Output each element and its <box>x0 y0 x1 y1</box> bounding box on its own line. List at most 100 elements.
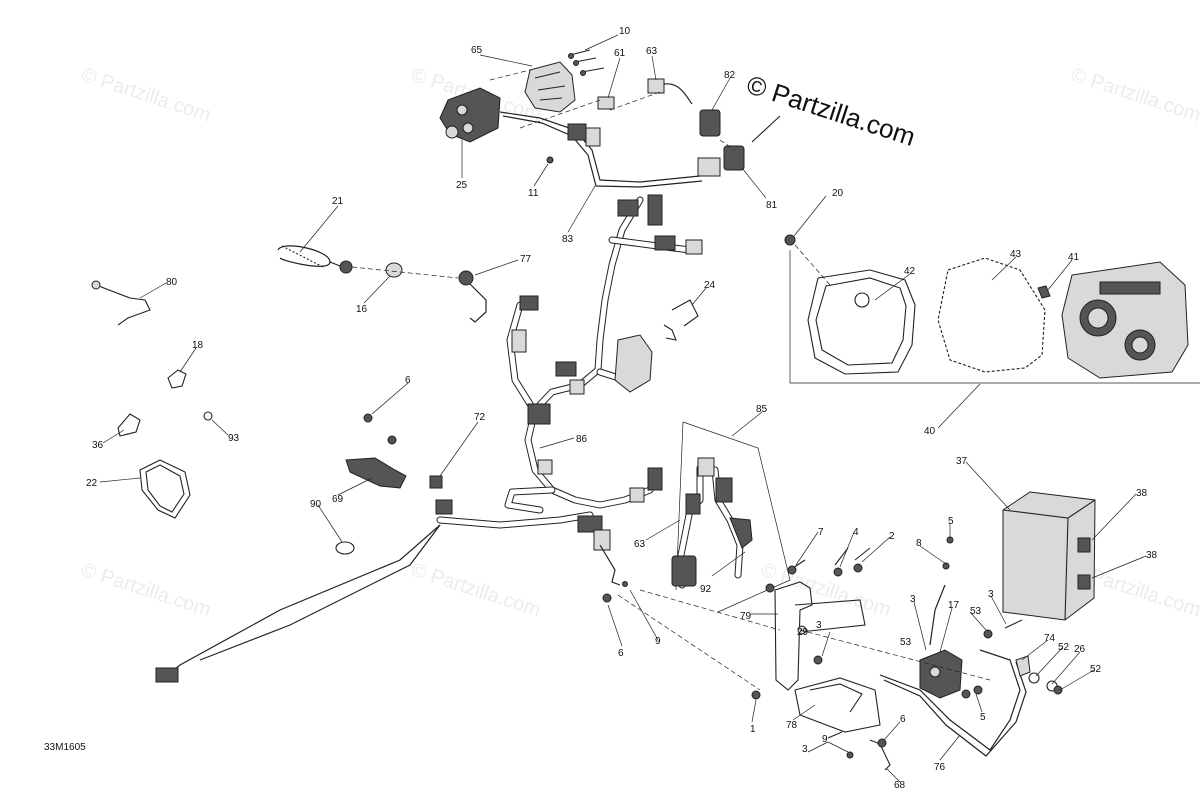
callout: 7 <box>818 527 824 538</box>
callout: 11 <box>528 188 539 199</box>
nut-icon <box>765 583 775 593</box>
connector-icon <box>647 78 665 94</box>
connector-icon <box>155 667 179 683</box>
connector-icon <box>527 403 551 425</box>
gasket <box>139 459 191 519</box>
nut-icon <box>853 563 863 573</box>
gauge-cluster-group <box>789 244 1200 384</box>
nut-icon <box>961 689 971 699</box>
nut-icon <box>846 751 854 759</box>
nut-icon <box>833 567 843 577</box>
callout: 6 <box>618 648 624 659</box>
callout: 1 <box>750 724 756 735</box>
nut-icon <box>973 685 983 695</box>
callout: 82 <box>724 70 736 81</box>
connector-icon <box>647 194 663 226</box>
battery-tray <box>794 677 881 733</box>
connector-icon <box>519 295 539 311</box>
callout: 4 <box>853 527 859 538</box>
battery-icon <box>1002 491 1096 621</box>
connector-icon <box>699 109 721 137</box>
callout: 77 <box>520 254 532 265</box>
switch-cover <box>524 61 576 113</box>
battery-bracket-group <box>617 491 1096 771</box>
nut-icon <box>387 435 397 445</box>
switch-cable <box>499 111 701 183</box>
nut-icon <box>787 565 797 575</box>
connector-icon <box>597 96 615 110</box>
connector-icon <box>671 555 697 587</box>
callout: 8 <box>916 538 922 549</box>
callout: 41 <box>1068 252 1080 263</box>
callout: 29 <box>797 627 809 638</box>
cover-plate <box>117 413 141 437</box>
connector-icon <box>685 239 703 255</box>
nut-icon <box>203 411 213 421</box>
callout: 40 <box>924 426 936 437</box>
callout: 80 <box>166 277 178 288</box>
watermark-text: © Partzilla.com <box>408 559 543 622</box>
connector-icon <box>567 123 587 141</box>
left-parts <box>91 234 796 555</box>
mount-bracket <box>774 581 813 691</box>
nut-icon <box>1053 685 1063 695</box>
nut-icon <box>797 625 807 635</box>
nut-icon <box>622 581 628 587</box>
callout: 42 <box>904 266 916 277</box>
nut-icon <box>983 629 993 639</box>
sub-harness-group <box>671 421 791 613</box>
callout: 3 <box>988 589 994 600</box>
screw-icon <box>1004 619 1023 629</box>
callout: 17 <box>948 600 960 611</box>
starter-solenoid <box>919 649 963 699</box>
callout: 24 <box>704 280 716 291</box>
callout-labels: 10 65 61 63 82 25 11 83 81 20 21 16 77 8… <box>86 26 1158 790</box>
clip <box>167 369 187 389</box>
watermark-text: © Partzilla.com <box>758 559 893 622</box>
bracket <box>671 299 699 327</box>
callout: 9 <box>822 734 828 745</box>
nut-icon <box>751 690 761 700</box>
callout: 53 <box>900 637 912 648</box>
callout: 43 <box>1010 249 1022 260</box>
diagram-code: 33M1605 <box>44 742 86 753</box>
callout: 85 <box>756 404 768 415</box>
screw-icon <box>827 731 843 739</box>
callout: 61 <box>614 48 626 59</box>
callout: 22 <box>86 478 98 489</box>
callout: 18 <box>192 340 204 351</box>
callout: 36 <box>92 440 104 451</box>
callout: 10 <box>619 26 631 37</box>
callout: 6 <box>405 375 411 386</box>
screw-icon <box>751 115 781 143</box>
ground-strap <box>95 284 151 326</box>
callout: 81 <box>766 200 778 211</box>
callout: 3 <box>910 594 916 605</box>
callout: 83 <box>562 234 574 245</box>
callout: 26 <box>1074 644 1086 655</box>
connector-icon <box>617 199 639 217</box>
battery-cable <box>879 649 1021 751</box>
connector-icon <box>629 487 645 503</box>
leader-lines <box>99 34 1147 783</box>
callout: 38 <box>1146 550 1158 561</box>
connector-icon <box>647 467 663 491</box>
nut-icon <box>813 655 823 665</box>
callout: 3 <box>802 744 808 755</box>
callout: 93 <box>228 433 240 444</box>
screw-icon <box>1037 285 1051 299</box>
grommet <box>385 262 403 278</box>
connector-icon <box>723 145 745 171</box>
connector-icon <box>435 499 453 515</box>
connector-icon <box>577 515 603 533</box>
connector-icon <box>729 517 753 549</box>
watermark-text: © Partzilla.com <box>78 64 213 127</box>
nut-icon <box>363 413 373 423</box>
connector-icon <box>585 127 601 147</box>
ground-strap <box>869 739 891 771</box>
tether-cap <box>339 260 353 274</box>
connector-icon <box>511 329 527 353</box>
callout: 86 <box>576 434 588 445</box>
callout: 63 <box>646 46 658 57</box>
